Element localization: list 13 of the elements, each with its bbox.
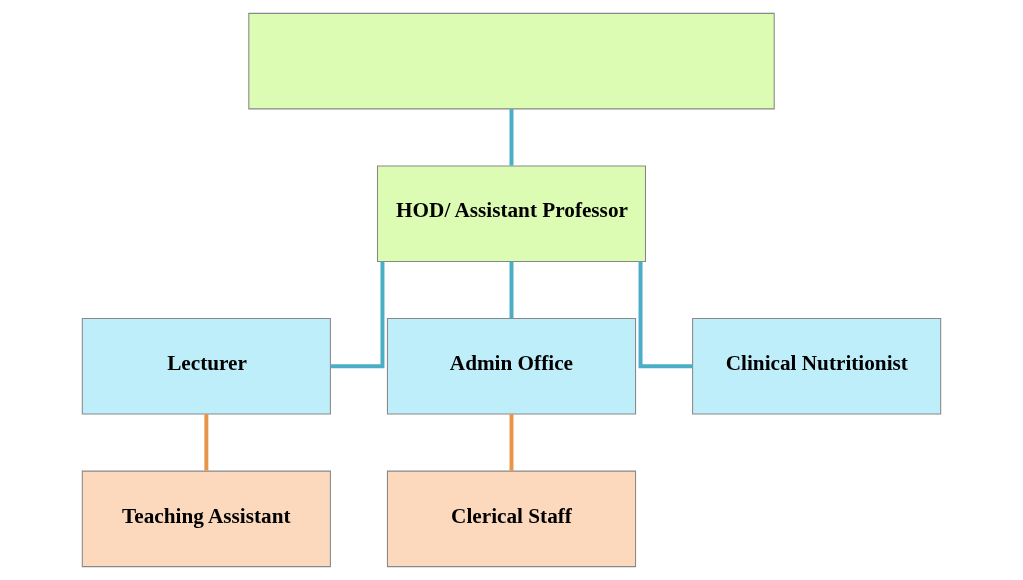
connector — [330, 261, 385, 369]
node-box — [248, 12, 775, 110]
connector — [638, 261, 693, 369]
node-box: Clerical Staff — [386, 470, 637, 568]
connector — [509, 414, 514, 471]
node-box: Clinical Nutritionist — [692, 318, 942, 415]
connector — [204, 414, 209, 471]
connector — [509, 109, 514, 166]
node-box: Lecturer — [81, 318, 331, 415]
node-box: HOD/ Assistant Professor — [376, 165, 647, 262]
node-box: Teaching Assistant — [81, 470, 331, 568]
node-box: Admin Office — [386, 318, 637, 415]
connector — [509, 261, 514, 319]
